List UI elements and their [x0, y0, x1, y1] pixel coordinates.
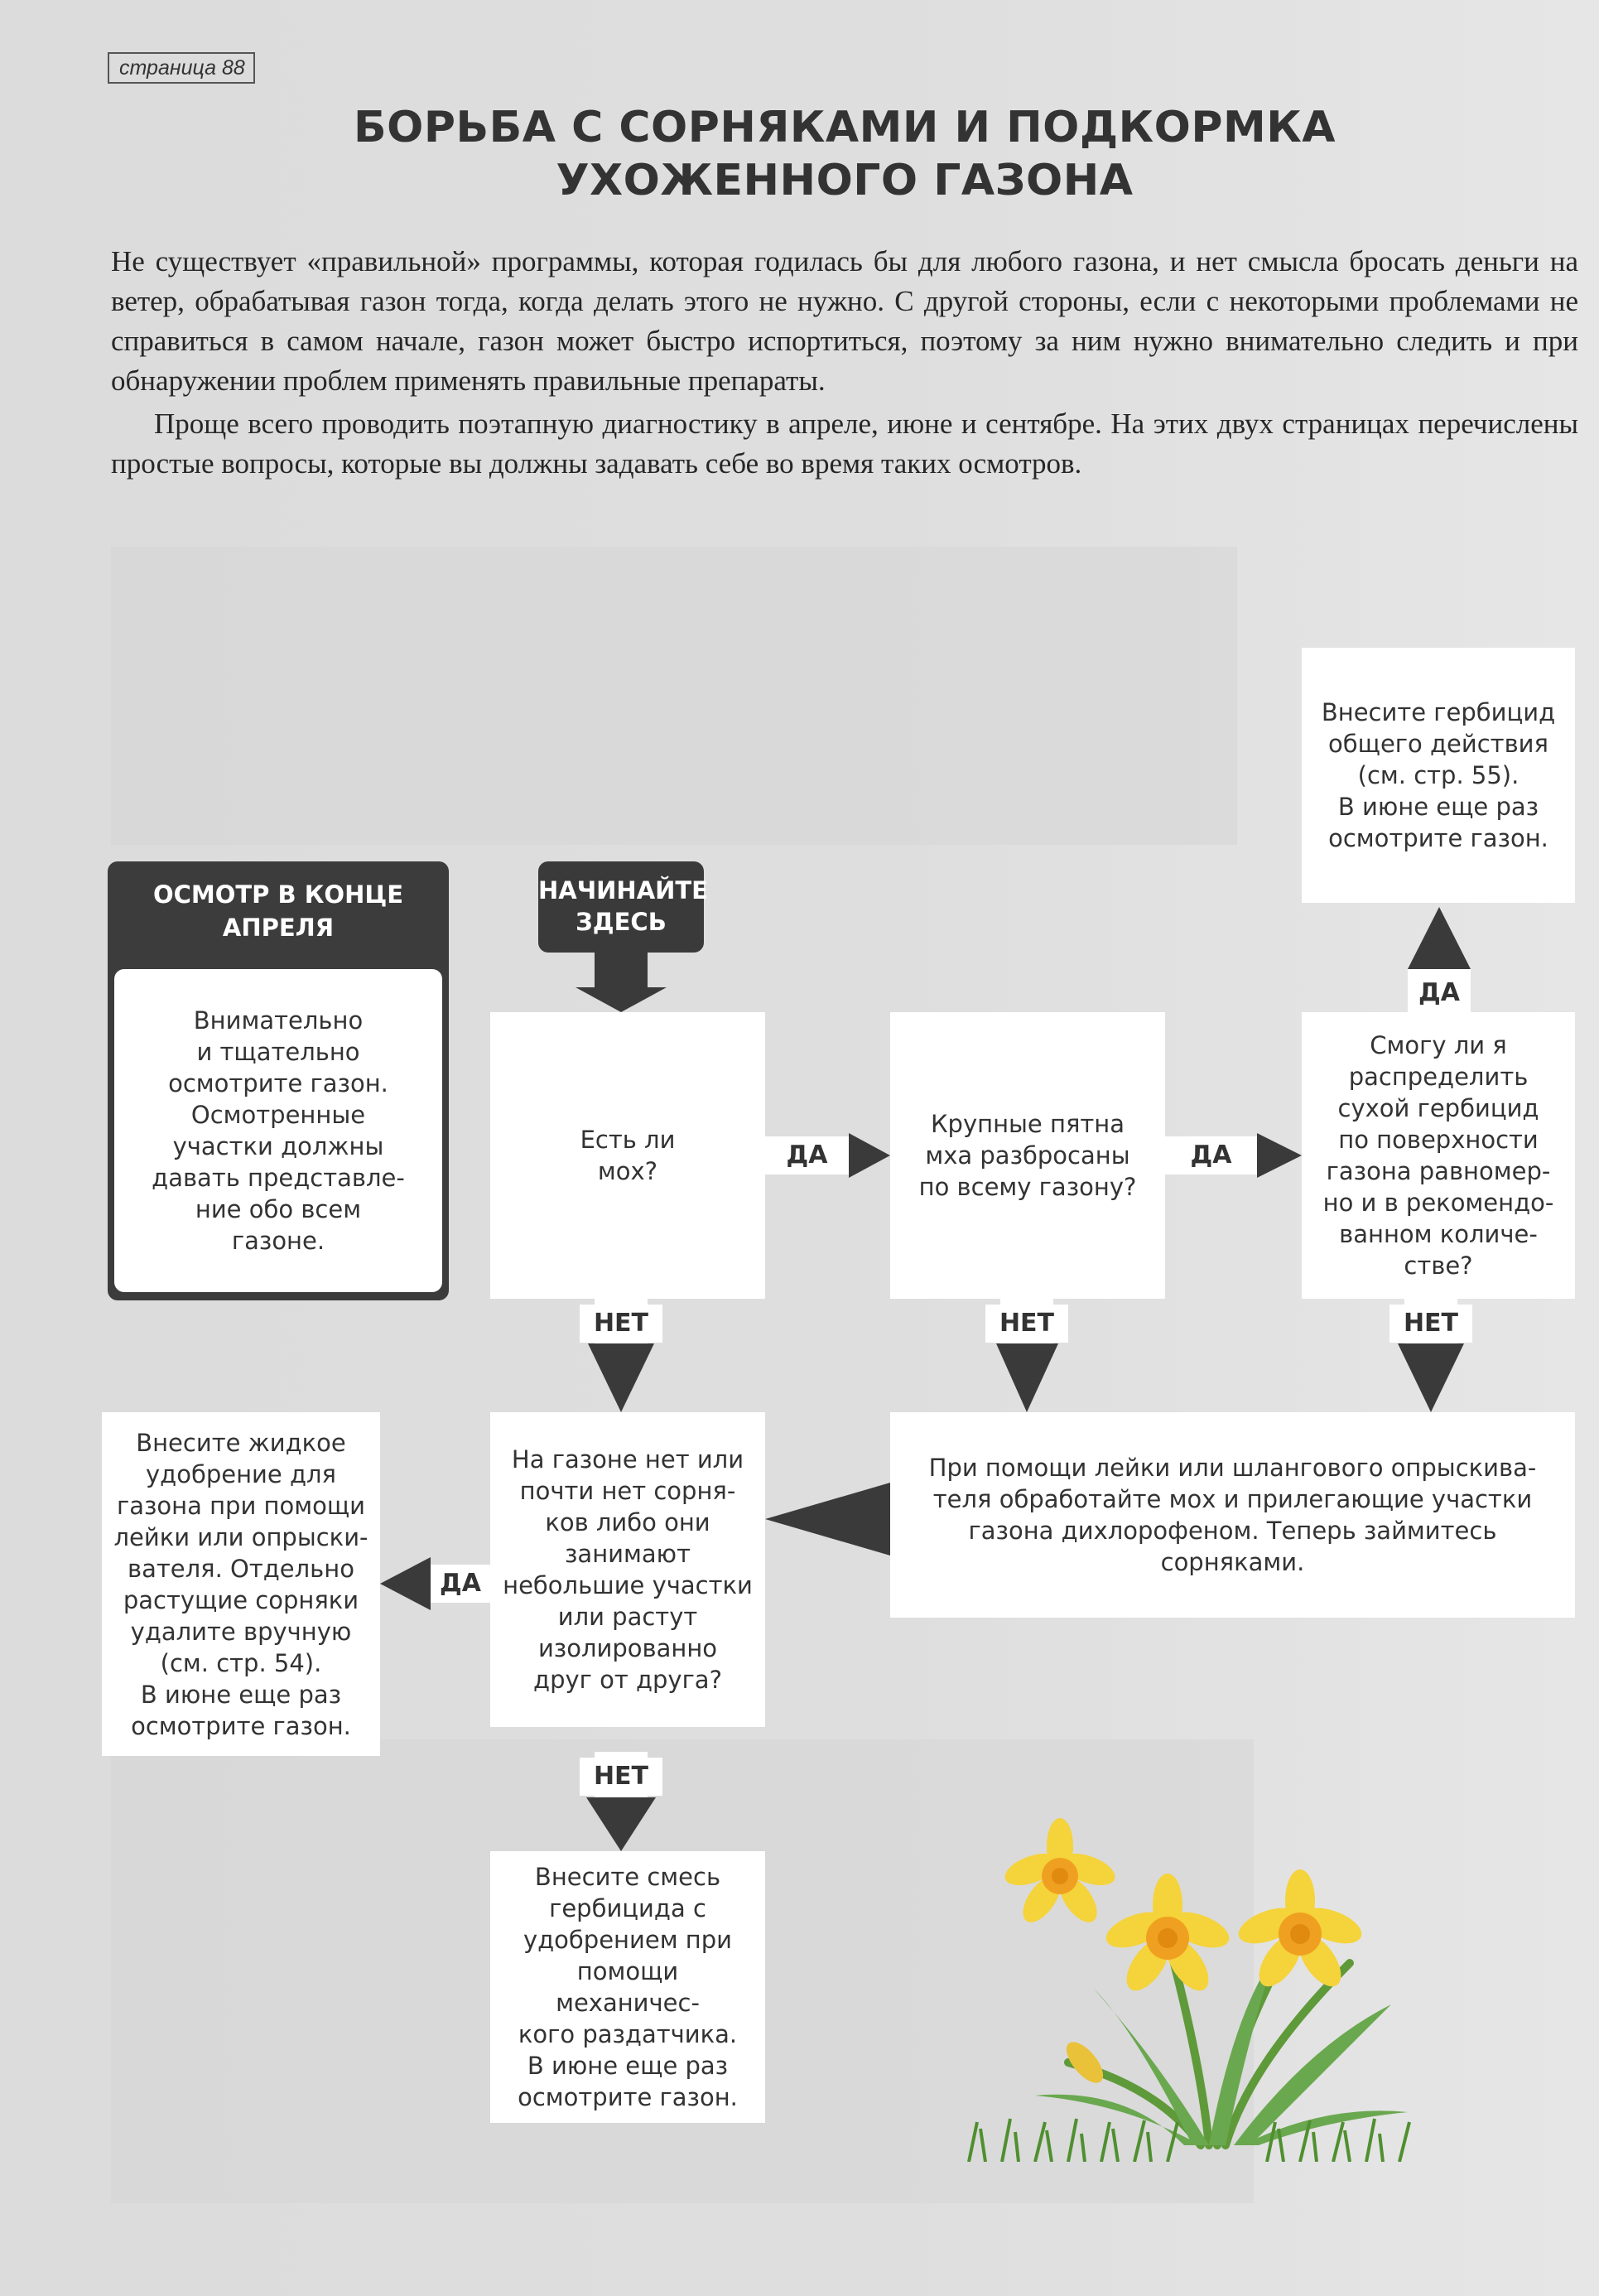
background-texture	[111, 547, 1237, 845]
label-yes-moss: ДА	[765, 1136, 849, 1175]
daffodil-leaves	[1035, 1955, 1408, 2145]
arrow-moss-yes-head	[849, 1133, 890, 1178]
inspection-panel-title: ОСМОТР В КОНЦЕ АПРЕЛЯ	[152, 880, 404, 942]
grass-strip	[967, 2118, 1411, 2162]
daffodil-flower-2	[1238, 1869, 1362, 1987]
intro-paragraph-1: Не существует «правильной» программы, ко…	[111, 245, 1578, 397]
inspection-instructions-text: Внимательно и тщательно осмотрите газон.…	[152, 1006, 405, 1255]
answer-dichlorophen-box: При помощи лейки или шлангового опрыскив…	[890, 1412, 1575, 1618]
arrow-spread-no-head	[1398, 1343, 1464, 1412]
arrow-patches-yes-head	[1257, 1133, 1302, 1178]
question-patches-box: Крупные пятна мха разбросаны по всему га…	[890, 1012, 1165, 1299]
arrow-patches-no-head	[996, 1343, 1058, 1412]
label-yes-spread: ДА	[1408, 974, 1471, 1012]
question-moss-box: Есть ли мох?	[490, 1012, 765, 1299]
arrow-start-stem	[595, 953, 648, 987]
answer-general-herbicide-text: Внесите гербицид общего действия (см. ст…	[1321, 698, 1556, 852]
answer-dichlorophen-text: При помощи лейки или шлангового опрыскив…	[928, 1454, 1537, 1576]
label-no-moss: НЕТ	[580, 1305, 662, 1343]
question-spread-text: Смогу ли я распределить сухой гербицид п…	[1322, 1031, 1554, 1280]
answer-liquid-fertilizer-text: Внесите жидкое удобрение для газона при …	[113, 1428, 368, 1740]
question-weeds-text: На газоне нет или почти нет сорня- ков л…	[503, 1445, 753, 1694]
label-no-spread: НЕТ	[1389, 1305, 1472, 1343]
page-title-text: БОРЬБА С СОРНЯКАМИ И ПОДКОРМКА УХОЖЕННОГ…	[354, 103, 1336, 205]
label-no-patches: НЕТ	[985, 1305, 1068, 1343]
arrow-dichlorophen-to-weeds-head	[765, 1483, 890, 1556]
page-number-label: страница 88	[108, 52, 255, 84]
question-weeds-box: На газоне нет или почти нет сорня- ков л…	[490, 1412, 765, 1727]
question-spread-box: Смогу ли я распределить сухой гербицид п…	[1302, 1012, 1575, 1299]
intro-text: Не существует «правильной» программы, ко…	[111, 242, 1578, 484]
label-yes-patches: ДА	[1165, 1136, 1257, 1175]
label-yes-weeds: ДА	[431, 1565, 490, 1603]
daffodils-illustration	[967, 1818, 1411, 2162]
intro-paragraph-2: Проще всего проводить поэтапную диагност…	[111, 408, 1578, 480]
question-moss-text: Есть ли мох?	[580, 1126, 676, 1185]
daffodil-bud	[1066, 2042, 1104, 2083]
daffodil-flower-1	[1105, 1874, 1230, 1991]
start-here-badge: НАЧИНАЙТЕ ЗДЕСЬ	[538, 861, 708, 953]
daffodil-stems	[1064, 1934, 1354, 2149]
arrow-weeds-yes-head	[380, 1557, 431, 1610]
question-patches-text: Крупные пятна мха разбросаны по всему га…	[918, 1110, 1137, 1201]
arrow-moss-no-head	[588, 1343, 654, 1412]
answer-liquid-fertilizer-box: Внесите жидкое удобрение для газона при …	[102, 1412, 380, 1756]
answer-mixture-text: Внесите смесь гербицида с удобрением при…	[518, 1863, 738, 2111]
arrow-start-head	[576, 987, 667, 1012]
page-title: БОРЬБА С СОРНЯКАМИ И ПОДКОРМКА УХОЖЕННОГ…	[207, 101, 1482, 207]
answer-general-herbicide-box: Внесите гербицид общего действия (см. ст…	[1302, 648, 1575, 903]
label-no-weeds: НЕТ	[580, 1758, 662, 1796]
daffodil-flower-3	[1004, 1818, 1115, 1922]
arrow-weeds-no-head	[586, 1797, 656, 1851]
arrow-spread-yes-head	[1408, 907, 1471, 969]
answer-mixture-box: Внесите смесь гербицида с удобрением при…	[490, 1851, 765, 2123]
inspection-instructions: Внимательно и тщательно осмотрите газон.…	[114, 969, 442, 1292]
